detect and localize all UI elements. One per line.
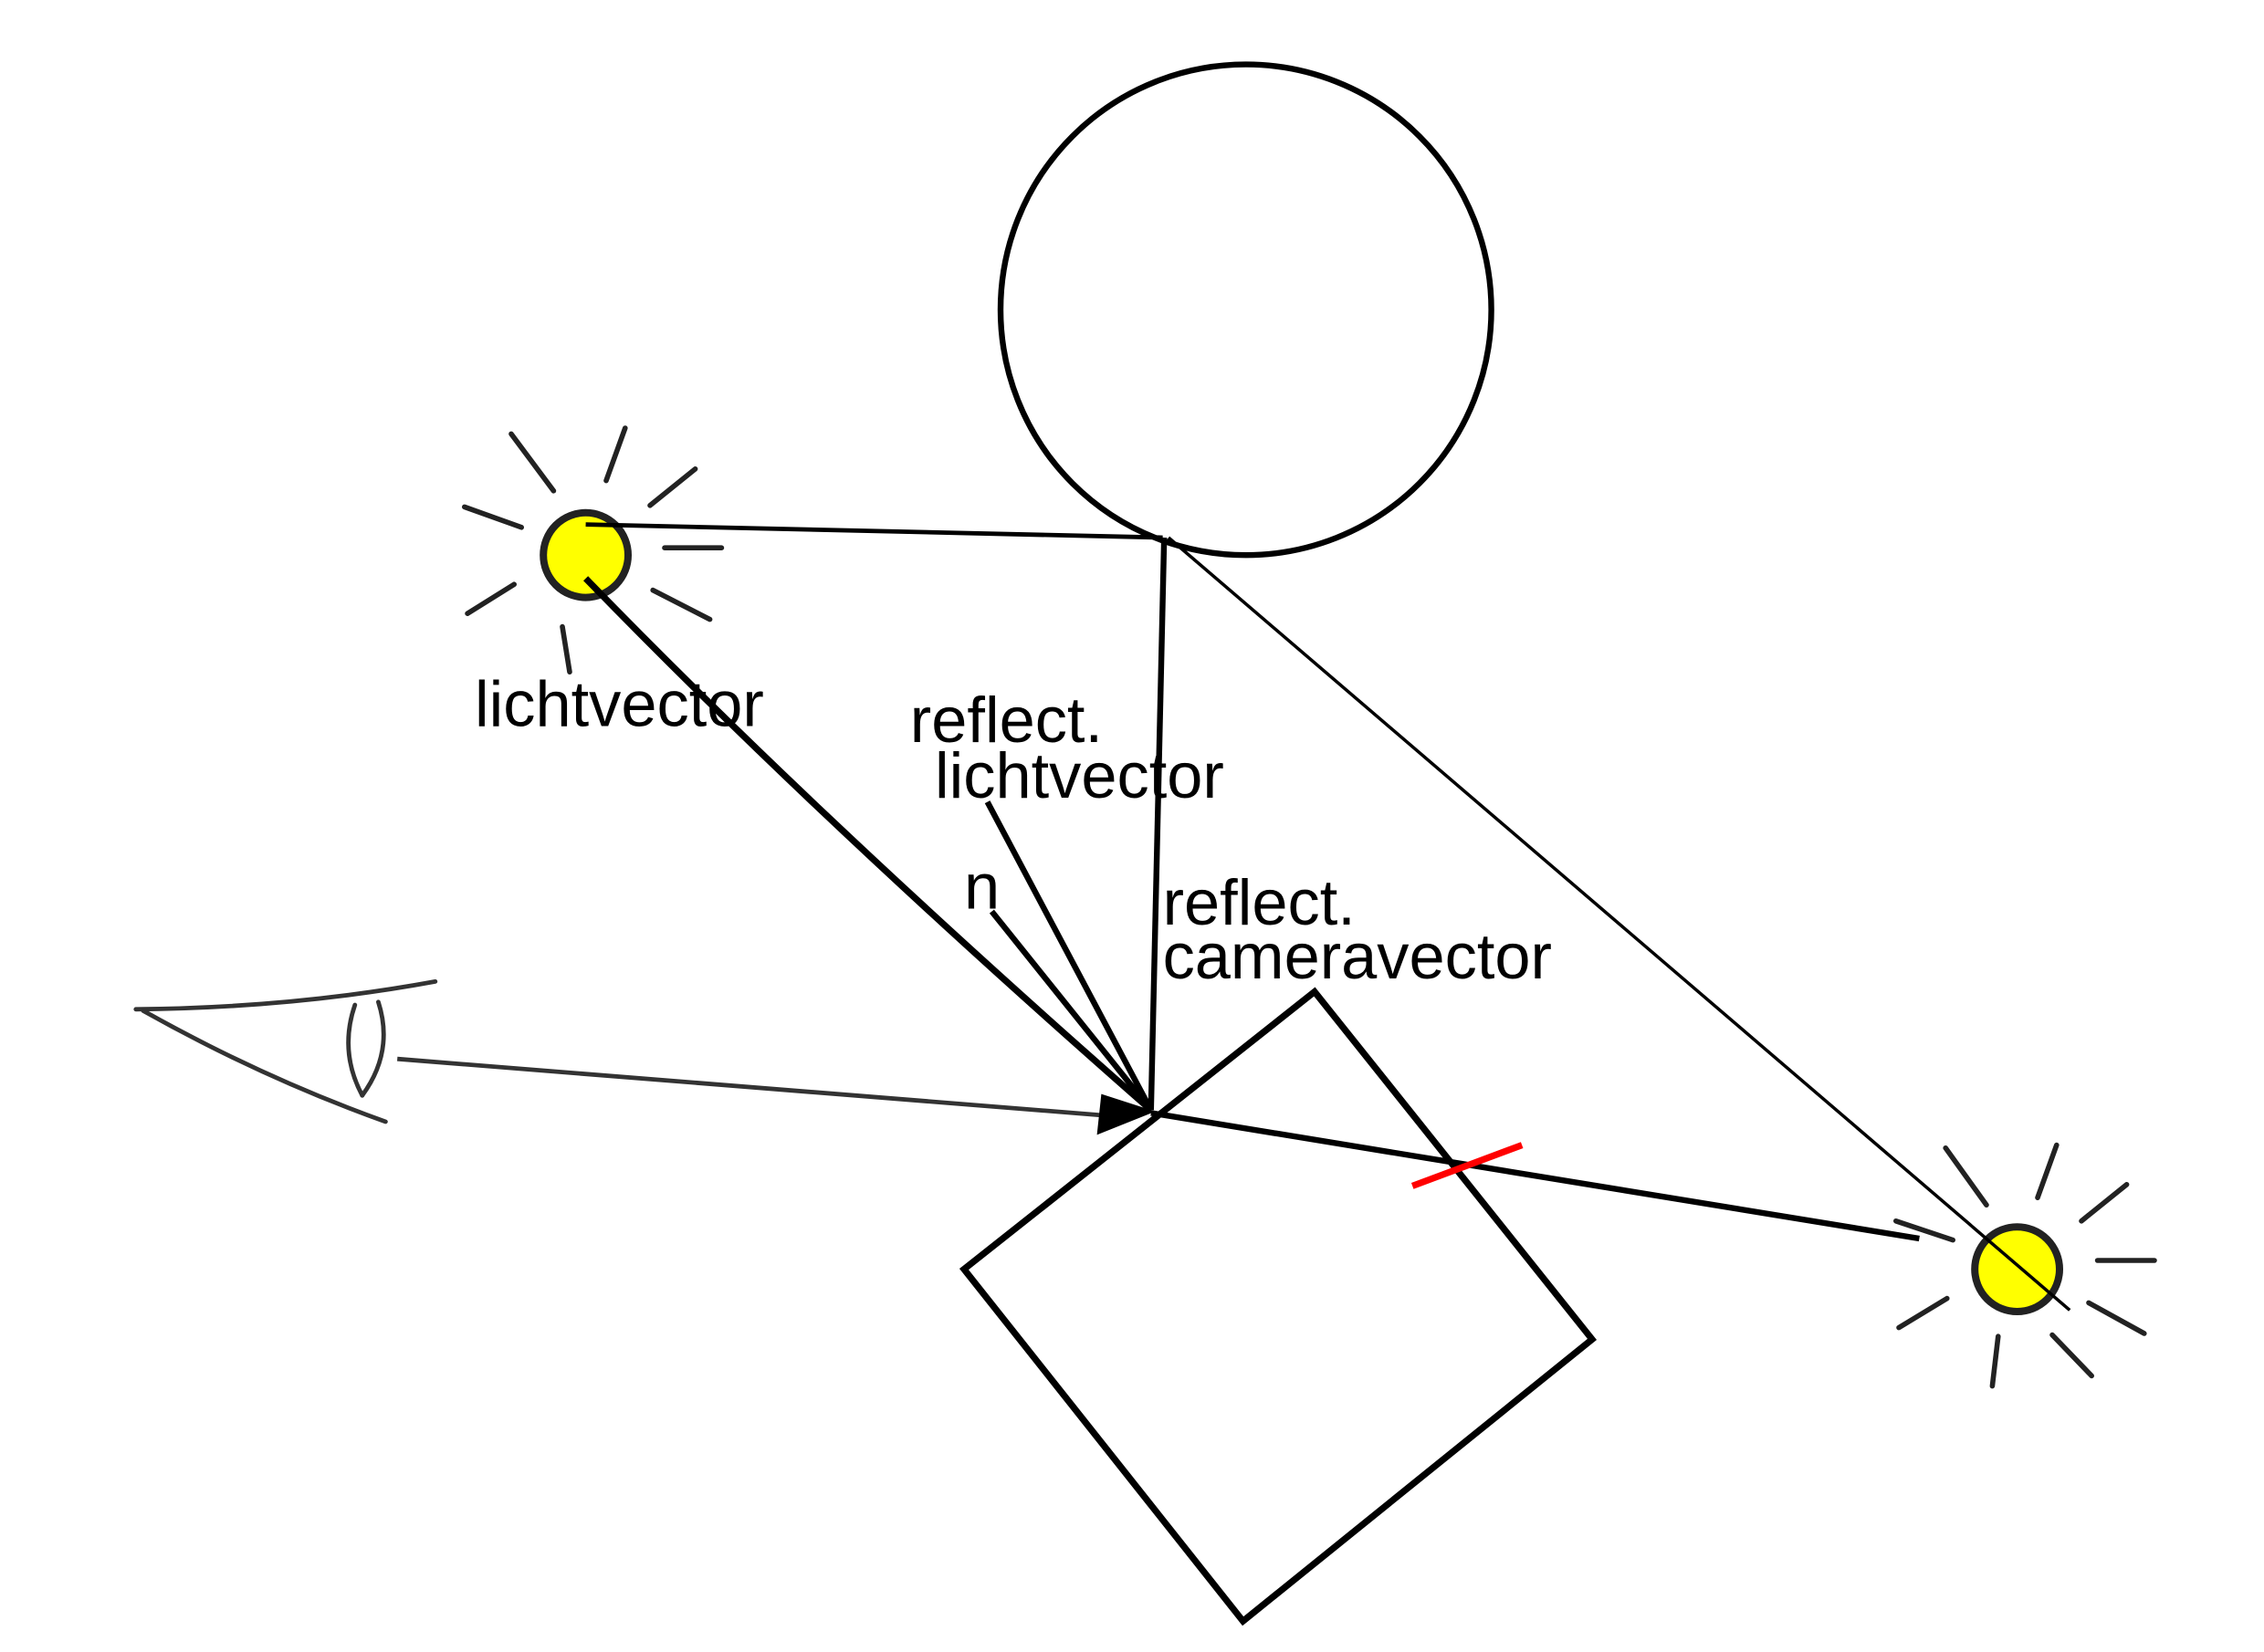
normal-label: n: [964, 850, 1000, 922]
reflected-camera-label-line1: reflect.: [1163, 866, 1356, 938]
reflected-camera-vector-line: [1148, 537, 1168, 1111]
reflected-light-vector-line: [984, 800, 1154, 1112]
sun-icon-left: [462, 425, 725, 674]
light-vector-label: lichtvector: [475, 667, 764, 739]
camera-ray-arrowhead: [1096, 1093, 1156, 1135]
blocked-mark: [1410, 1142, 1524, 1189]
reflected-camera-label-line2: cameravector: [1163, 920, 1552, 992]
sun-icon-right: [1893, 1142, 2157, 1389]
reflected-light-label-line1: reflect.: [910, 684, 1103, 756]
normal-vector-line: [989, 909, 1154, 1113]
light-vector-line: [583, 576, 1154, 1113]
box-object: [959, 987, 1598, 1626]
light-ray-to-sphere: [585, 522, 1163, 540]
eye-icon: [133, 979, 438, 1124]
sphere-object: [997, 61, 1494, 559]
reflected-light-label-line2: lichtvector: [935, 739, 1224, 811]
ray-sphere-to-right-light: [1167, 536, 2071, 1312]
camera-ray-line: [397, 1056, 1111, 1118]
shadow-ray-to-right-light: [1150, 1110, 1920, 1242]
